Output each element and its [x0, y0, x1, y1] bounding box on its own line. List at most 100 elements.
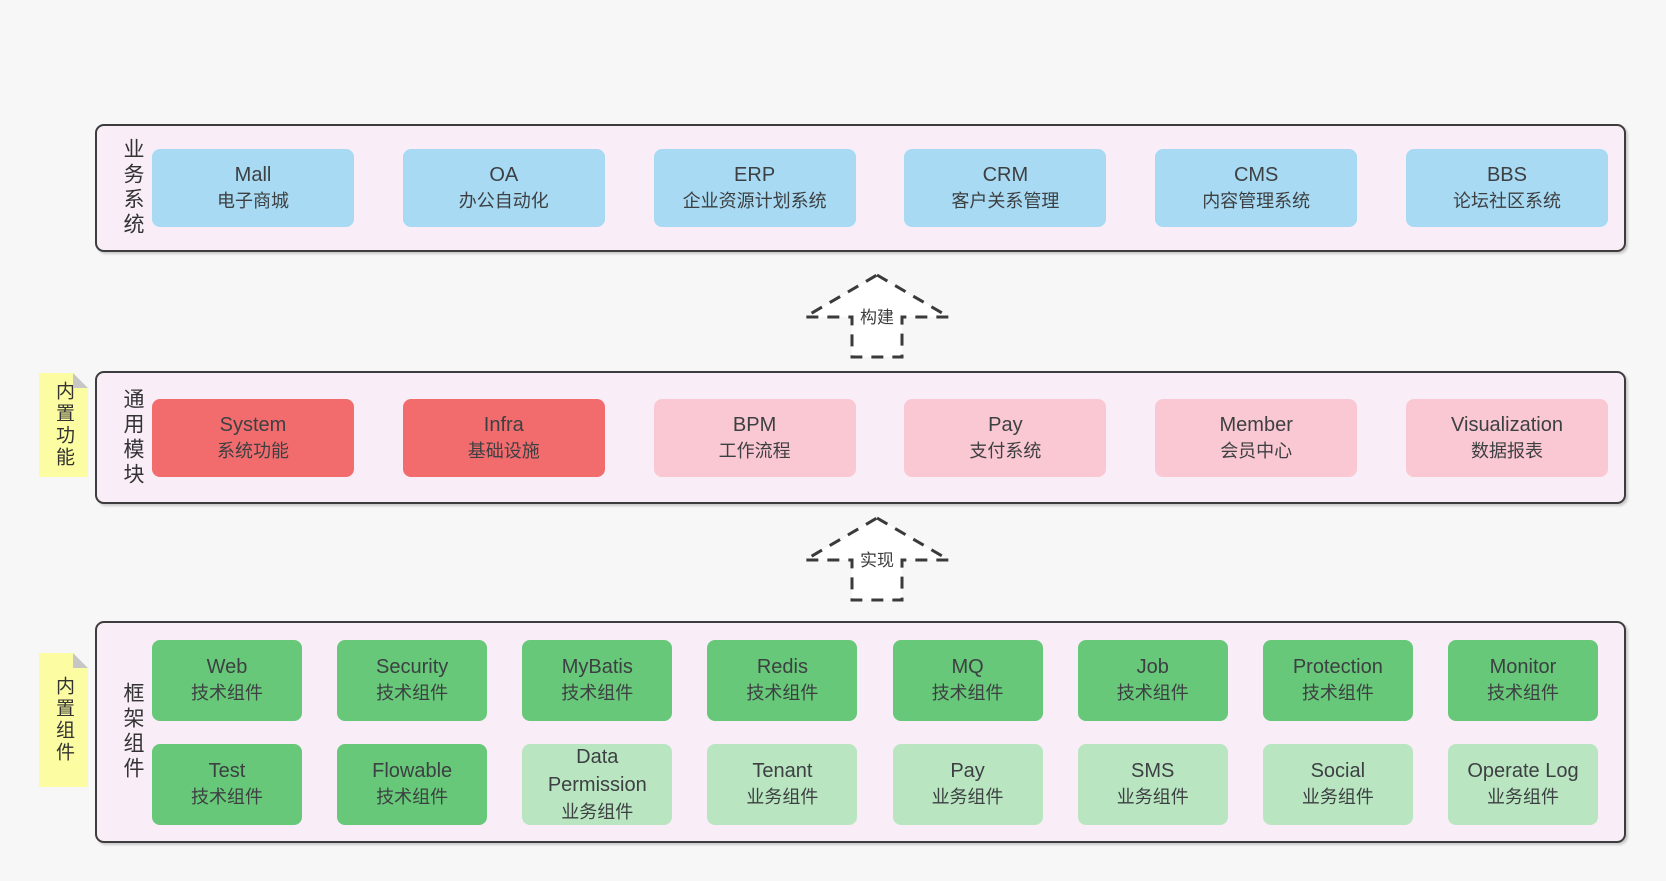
sticky-note-text: 内置组件	[53, 676, 74, 764]
box-title: BPM	[732, 413, 777, 436]
box-subtitle: 技术组件	[561, 683, 634, 704]
note-fold-icon	[73, 373, 88, 388]
box-title: Visualization	[1451, 413, 1563, 436]
sticky-note-text: 内置功能	[53, 381, 74, 469]
implement-arrow: 实现	[802, 515, 952, 603]
box-title: MQ	[951, 656, 984, 679]
box-title: Protection	[1292, 656, 1383, 679]
sticky-note-built-in-features: 内置功能	[39, 373, 88, 477]
box-title: MyBatis	[561, 656, 633, 679]
box-title: OA	[489, 164, 519, 187]
box-subtitle: 电子商城	[217, 191, 289, 212]
box-subtitle: 技术组件	[191, 683, 263, 704]
box-subtitle: 企业资源计划系统	[682, 191, 827, 212]
box-title: Test	[208, 760, 246, 783]
components-row-2: Test 技术组件 Flowable 技术组件 Data Permission …	[152, 743, 1598, 825]
box-subtitle: 技术组件	[1486, 683, 1559, 704]
box-flowable: Flowable 技术组件	[337, 743, 488, 825]
box-security: Security 技术组件	[337, 639, 488, 721]
box-title: Monitor	[1489, 656, 1557, 679]
box-bbs: BBS 论坛社区系统	[1405, 149, 1608, 227]
box-subtitle: 数据报表	[1470, 440, 1543, 461]
box-title: Social	[1310, 760, 1366, 783]
box-title: CMS	[1233, 164, 1279, 187]
box-subtitle: 技术组件	[1301, 683, 1374, 704]
panel-components-label: 框架组件	[121, 682, 144, 782]
box-mybatis: MyBatis 技术组件	[522, 639, 673, 721]
panel-common-modules: 通用模块 System 系统功能 Infra 基础设施 BPM 工作流程 Pay…	[95, 371, 1626, 504]
box-title: Web	[206, 656, 248, 679]
box-mq: MQ 技术组件	[892, 639, 1043, 721]
box-title: Mall	[234, 164, 272, 187]
box-subtitle: 业务组件	[746, 787, 819, 808]
box-system: System 系统功能	[152, 398, 354, 477]
components-rows: Web 技术组件 Security 技术组件 MyBatis 技术组件 Redi…	[152, 639, 1624, 825]
box-title: CRM	[982, 164, 1029, 187]
business-box-row: Mall 电子商城 OA 办公自动化 ERP 企业资源计划系统 CRM 客户关系…	[152, 149, 1624, 227]
box-subtitle: 论坛社区系统	[1452, 191, 1561, 212]
sticky-note-built-in-components: 内置组件	[39, 653, 88, 787]
box-subtitle: 技术组件	[376, 683, 449, 704]
box-title: Data Permission	[547, 745, 647, 797]
box-pay: Pay 支付系统	[904, 398, 1107, 477]
box-subtitle: 工作流程	[718, 440, 791, 461]
box-protection: Protection 技术组件	[1262, 639, 1413, 721]
implement-arrow-label: 实现	[856, 545, 898, 572]
box-operate-log: Operate Log 业务组件	[1447, 743, 1598, 825]
box-title: Tenant	[752, 760, 813, 783]
modules-box-row: System 系统功能 Infra 基础设施 BPM 工作流程 Pay 支付系统…	[152, 398, 1624, 477]
box-subtitle: 技术组件	[931, 683, 1004, 704]
box-title: ERP	[734, 164, 776, 187]
panel-framework-components: 框架组件 Web 技术组件 Security 技术组件 MyBatis 技术组件…	[95, 621, 1626, 843]
box-member: Member 会员中心	[1155, 398, 1358, 477]
box-subtitle: 业务组件	[931, 787, 1004, 808]
box-title: Pay	[950, 760, 985, 783]
box-tenant: Tenant 业务组件	[707, 743, 858, 825]
panel-business-systems: 业务系统 Mall 电子商城 OA 办公自动化 ERP 企业资源计划系统 CRM…	[95, 124, 1626, 252]
box-title: Flowable	[372, 760, 453, 783]
box-erp: ERP 企业资源计划系统	[653, 149, 856, 227]
box-mall: Mall 电子商城	[152, 149, 354, 227]
box-title: Job	[1136, 656, 1169, 679]
box-subtitle: 技术组件	[1116, 683, 1189, 704]
box-title: Member	[1219, 413, 1293, 436]
panel-modules-label: 通用模块	[121, 387, 144, 488]
box-title: System	[219, 413, 287, 436]
box-subtitle: 业务组件	[561, 801, 634, 822]
box-subtitle: 内容管理系统	[1202, 191, 1311, 212]
build-arrow-label: 构建	[856, 302, 898, 329]
box-bpm: BPM 工作流程	[653, 398, 856, 477]
box-subtitle: 业务组件	[1301, 787, 1374, 808]
box-subtitle: 系统功能	[217, 440, 289, 461]
box-job: Job 技术组件	[1077, 639, 1228, 721]
box-subtitle: 技术组件	[376, 787, 449, 808]
box-web: Web 技术组件	[152, 639, 302, 721]
box-subtitle: 办公自动化	[458, 191, 549, 212]
box-title: BBS	[1486, 164, 1527, 187]
box-title: Security	[376, 656, 449, 679]
box-subtitle: 基础设施	[467, 440, 540, 461]
box-title: Redis	[756, 656, 808, 679]
box-test: Test 技术组件	[152, 743, 302, 825]
box-title: Operate Log	[1467, 760, 1579, 783]
box-title: Infra	[483, 413, 524, 436]
box-subtitle: 技术组件	[746, 683, 819, 704]
box-sms: SMS 业务组件	[1077, 743, 1228, 825]
box-subtitle: 业务组件	[1486, 787, 1559, 808]
box-subtitle: 会员中心	[1220, 440, 1293, 461]
box-subtitle: 业务组件	[1116, 787, 1189, 808]
box-subtitle: 技术组件	[191, 787, 263, 808]
box-infra: Infra 基础设施	[402, 398, 605, 477]
build-arrow: 构建	[802, 272, 952, 360]
box-title: SMS	[1131, 760, 1175, 783]
box-crm: CRM 客户关系管理	[904, 149, 1107, 227]
box-data-permission: Data Permission 业务组件	[522, 743, 673, 825]
box-visualization: Visualization 数据报表	[1405, 398, 1608, 477]
box-subtitle: 支付系统	[969, 440, 1042, 461]
box-cms: CMS 内容管理系统	[1155, 149, 1358, 227]
panel-business-label: 业务系统	[121, 138, 144, 238]
box-redis: Redis 技术组件	[707, 639, 858, 721]
box-social: Social 业务组件	[1262, 743, 1413, 825]
components-row-1: Web 技术组件 Security 技术组件 MyBatis 技术组件 Redi…	[152, 639, 1598, 721]
